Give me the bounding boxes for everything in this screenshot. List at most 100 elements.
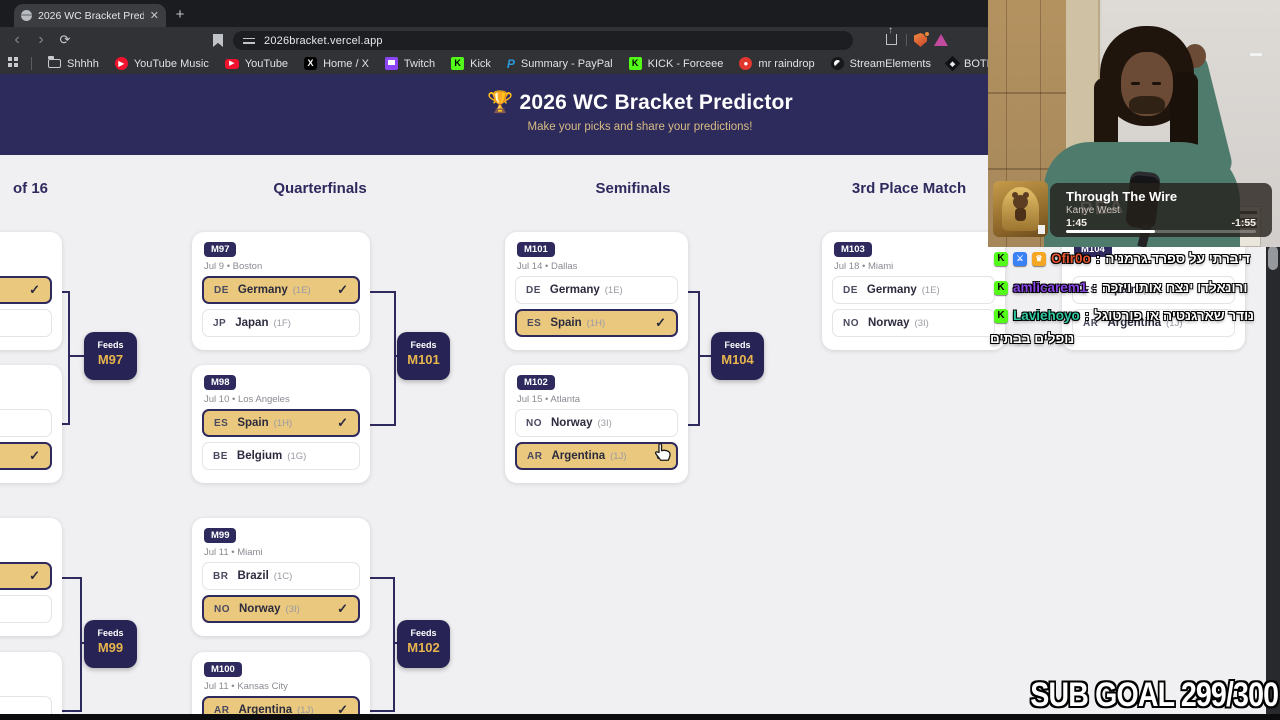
bracket-line: [68, 291, 70, 425]
folder-icon: [48, 56, 61, 68]
chat-text: ורונאלדו ינצח אותו ויזכה: [1101, 280, 1248, 295]
bracket-line: [62, 423, 70, 425]
match-id-badge: M97: [204, 242, 237, 257]
address-bar[interactable]: 2026bracket.vercel.app: [233, 31, 853, 50]
check-icon: ✓: [655, 315, 666, 330]
share-icon[interactable]: [886, 25, 897, 45]
check-icon: ✓: [337, 415, 348, 430]
chat-username: Ofir0o: [1051, 251, 1091, 266]
site-settings-icon[interactable]: [243, 37, 255, 45]
bracket-line: [688, 424, 700, 426]
check-icon: ✓: [337, 702, 348, 717]
kick-badge-icon: K: [994, 251, 1008, 266]
team-row[interactable]: ✓: [0, 276, 52, 304]
bookmark-youtube-music[interactable]: ▶YouTube Music: [114, 57, 209, 70]
extension-triangle-icon[interactable]: [934, 34, 948, 46]
chat-message: K ⚔ ♛ Ofir0o : דיברתי על ספרד.גרמניה: [994, 251, 1250, 266]
match-date: Jul 14 • Dallas: [517, 261, 578, 272]
toolbar-divider: [906, 34, 907, 46]
adblock-shield-icon[interactable]: [914, 33, 927, 47]
bookmark-twitch[interactable]: Twitch: [384, 57, 435, 70]
chat-text: נודר שארגנטיה או פורטוגל: [1094, 308, 1254, 323]
bracket-line: [70, 355, 84, 357]
mod-badge-icon: ⚔: [1013, 251, 1027, 266]
tab-close-icon[interactable]: ✕: [149, 10, 159, 22]
check-icon: ✓: [337, 282, 348, 297]
tab-groups-icon[interactable]: [8, 56, 12, 61]
check-icon: ✓: [29, 448, 40, 463]
url-text: 2026bracket.vercel.app: [264, 34, 383, 47]
new-tab-button[interactable]: +: [175, 6, 185, 23]
bracket-line: [698, 291, 700, 426]
browser-tab[interactable]: 2026 WC Bracket Predictor ✕: [14, 4, 166, 27]
kick-badge-icon: K: [994, 280, 1008, 295]
r16-match-card: [0, 652, 62, 720]
x-icon: X: [304, 57, 318, 70]
chat-message: K Laviehoyo : נודר שארגנטיה או פורטוגל: [994, 308, 1254, 323]
mouse-cursor: [652, 440, 674, 464]
bracket-line: [370, 291, 396, 293]
bookmarks-divider: [31, 57, 32, 70]
bookmark-flag-icon[interactable]: [213, 34, 223, 47]
chat-username: Laviehoyo: [1013, 308, 1080, 323]
album-art: [993, 181, 1048, 237]
chat-text: דיברתי על ספרד.גרמניה: [1105, 251, 1251, 266]
team-row[interactable]: [0, 409, 52, 437]
bracket-line: [394, 355, 399, 357]
match-id-badge: M100: [204, 662, 242, 677]
team-row[interactable]: [0, 309, 52, 337]
check-icon: ✓: [337, 601, 348, 616]
match-id-badge: M99: [204, 528, 237, 543]
bookmark-streamelements[interactable]: StreamElements: [830, 57, 931, 70]
bottom-bar: [0, 714, 1280, 720]
r16-match-card: ✓: [0, 518, 62, 636]
bookmark-mr-raindrop[interactable]: ●mr raindrop: [739, 57, 815, 70]
bracket-line: [62, 291, 70, 293]
bookmark-shhhh[interactable]: Shhhh: [48, 56, 99, 70]
team-row[interactable]: [0, 595, 52, 623]
reload-button[interactable]: ⟳: [59, 32, 71, 47]
check-icon: ✓: [29, 282, 40, 297]
forward-button[interactable]: ›: [38, 31, 44, 48]
chat-separator: :: [1095, 251, 1101, 266]
bracket-line: [700, 355, 712, 357]
team-row[interactable]: ✓: [0, 442, 52, 470]
back-button[interactable]: ‹: [14, 31, 20, 48]
match-id-badge: M98: [204, 375, 237, 390]
bookmark-youtube[interactable]: ▶YouTube: [224, 58, 288, 70]
match-id-badge: M101: [517, 242, 555, 257]
youtube-music-icon: ▶: [114, 57, 128, 70]
scrollbar-thumb[interactable]: [1268, 246, 1278, 270]
song-progress-fill: [1066, 230, 1156, 233]
round-label-third-place: 3rd Place Match: [851, 180, 967, 197]
team-row[interactable]: ✓: [0, 562, 52, 590]
gift-badge-icon: ♛: [1032, 251, 1046, 266]
kick-icon: K: [451, 57, 465, 70]
sub-goal-text: SUB GOAL 299/300: [1030, 676, 1279, 714]
song-title: Through The Wire: [1066, 189, 1178, 204]
kick-badge-icon: K: [994, 308, 1008, 323]
